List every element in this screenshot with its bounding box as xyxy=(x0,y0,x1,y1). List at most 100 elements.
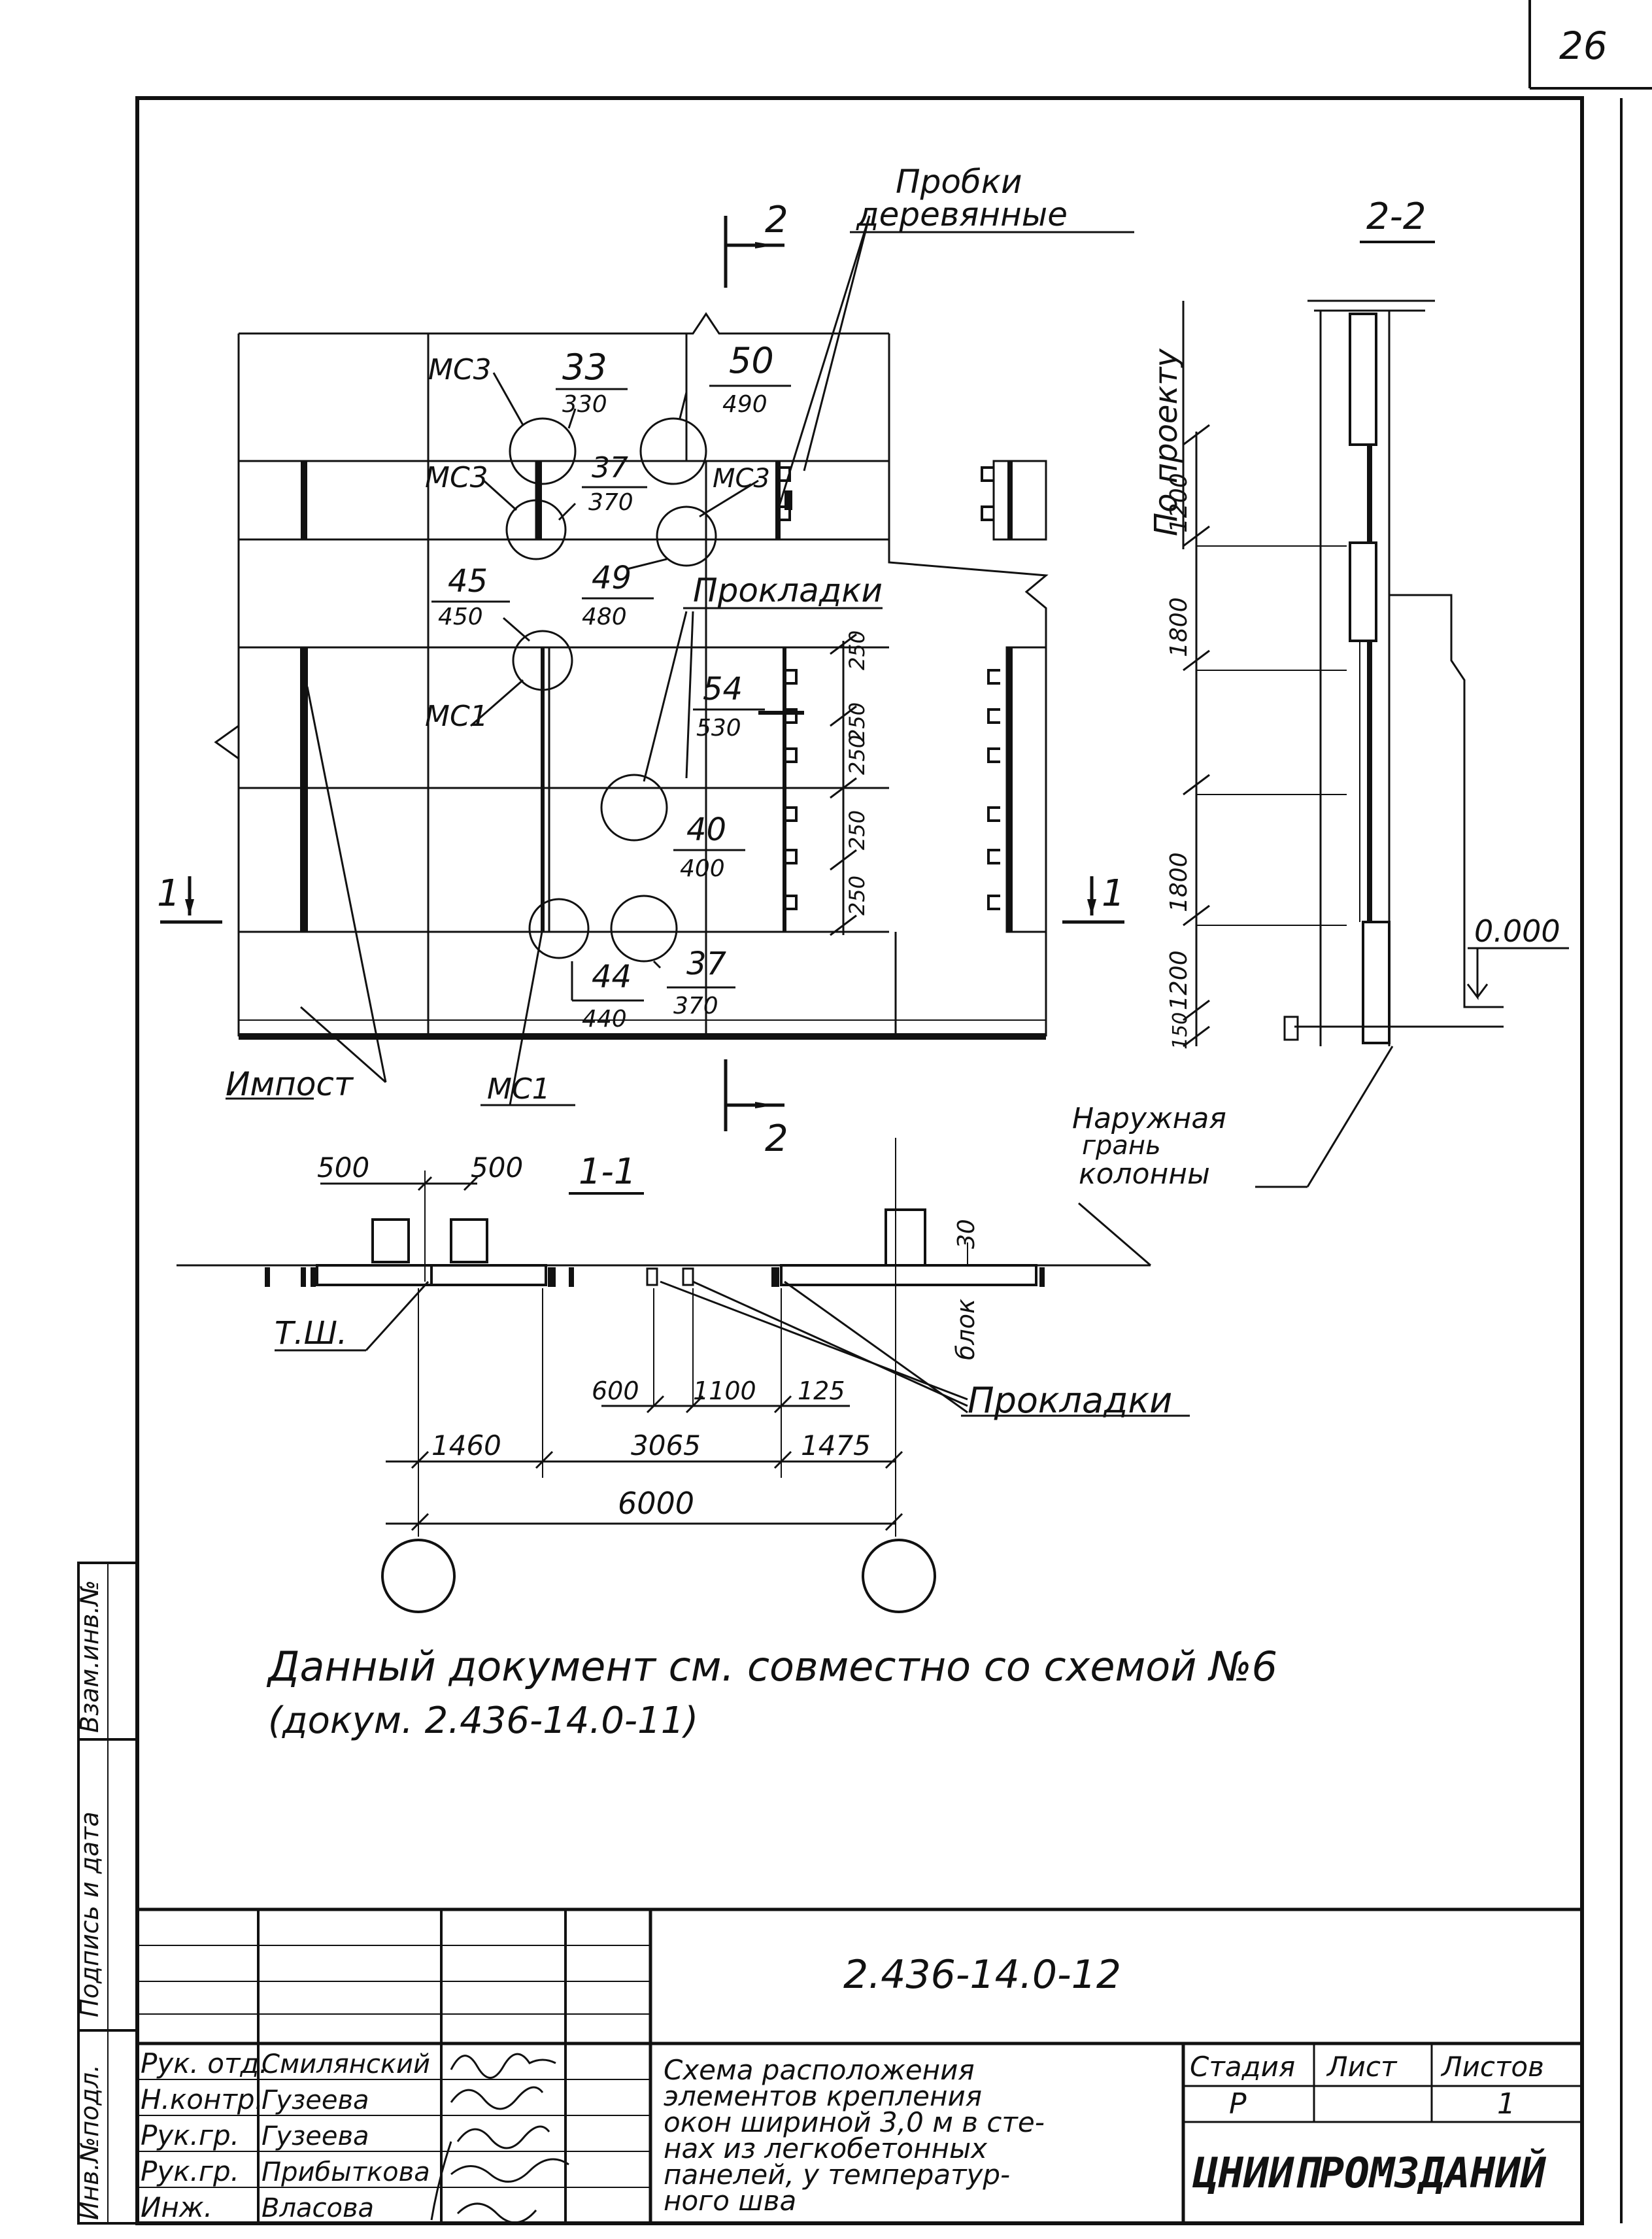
cut-1-left-label: 1 xyxy=(157,872,180,915)
wood-plugs-label-1: Пробки xyxy=(896,163,1022,201)
mark-mc3-a: МС3 xyxy=(428,353,492,386)
title-line-4: нах из легкобетонных xyxy=(664,2132,988,2164)
title-line-3: окон шириной 3,0 м в сте- xyxy=(664,2106,1045,2138)
role-3: Рук.гр. xyxy=(141,2119,239,2151)
mark-490: 490 xyxy=(722,391,767,418)
dim-600: 600 xyxy=(592,1376,639,1405)
mark-530: 530 xyxy=(696,715,741,742)
cut-1-right-label: 1 xyxy=(1102,872,1125,915)
title-block xyxy=(137,1907,1582,2224)
role-4: Рук.гр. xyxy=(141,2155,239,2187)
drawing-frame xyxy=(135,96,1584,2225)
section-1-1-label: 1-1 xyxy=(579,1151,636,1192)
mark-370-top: 370 xyxy=(588,489,633,516)
dim-1800-b: 1800 xyxy=(1166,852,1192,912)
stage-value: Р xyxy=(1229,2087,1247,2121)
dim-1800-a: 1800 xyxy=(1166,597,1192,657)
fastener-circle-37-bottom xyxy=(610,895,678,963)
mark-44: 44 xyxy=(592,959,632,995)
sheets-value: 1 xyxy=(1497,2087,1515,2121)
dim-30: 30 xyxy=(953,1219,980,1249)
dim-150: 150 xyxy=(1169,1012,1192,1050)
dim-250-1: 250 xyxy=(845,630,869,670)
name-2: Гузеева xyxy=(261,2085,369,2115)
title-line-6: ного шва xyxy=(664,2185,796,2217)
dim-250-5: 250 xyxy=(845,876,869,915)
stage-label: Стадия xyxy=(1190,2051,1295,2083)
mark-37-bottom: 37 xyxy=(686,946,727,982)
cut-2-top-label: 2 xyxy=(765,199,788,241)
mark-45: 45 xyxy=(448,563,488,600)
dim-6000: 6000 xyxy=(618,1486,694,1521)
dim-250-4: 250 xyxy=(845,810,869,850)
mark-480: 480 xyxy=(582,604,627,630)
facade-view xyxy=(160,215,1124,1131)
signatures xyxy=(430,2053,569,2224)
organization: ЦНИИПРОМЗДАНИЙ xyxy=(1192,2148,1547,2198)
dim-250-2: 250 xyxy=(845,702,869,742)
dim-1100: 1100 xyxy=(693,1376,756,1405)
cut-2-bottom-label: 2 xyxy=(765,1118,788,1160)
mark-49: 49 xyxy=(592,560,632,596)
fastener-circle-33 xyxy=(509,417,577,485)
fastener-circle-40 xyxy=(600,774,668,842)
mark-mc1-a: МС1 xyxy=(425,700,488,733)
fastener-circle-37-top xyxy=(505,499,567,560)
title-line-5: панелей, у температур- xyxy=(664,2159,1010,2191)
mark-mc3-c: МС3 xyxy=(713,464,770,494)
role-5: Инж. xyxy=(141,2191,212,2223)
doc-code: 2.436-14.0-12 xyxy=(843,1952,1121,1998)
name-5: Власова xyxy=(261,2193,374,2223)
dim-1200-bot: 1200 xyxy=(1166,950,1192,1010)
side-stamp-podpis: Подпись и дата xyxy=(75,1811,104,2017)
column-face-label-3: колонны xyxy=(1079,1157,1210,1191)
section-2-2-label: 2-2 xyxy=(1366,196,1426,238)
liners-bottom-label: Прокладки xyxy=(968,1380,1172,1421)
mark-mc1-b: МС1 xyxy=(487,1072,550,1106)
section-1-1 xyxy=(177,1138,1190,1613)
fastener-circle-45 xyxy=(512,630,573,691)
sheets-label: Листов xyxy=(1440,2051,1544,2083)
name-4: Прибыткова xyxy=(261,2157,430,2187)
dim-125: 125 xyxy=(798,1376,845,1405)
mark-400: 400 xyxy=(680,855,725,882)
mark-330: 330 xyxy=(562,391,607,418)
fastener-circle-44 xyxy=(528,898,590,959)
wood-plugs-label-2: деревянные xyxy=(856,196,1068,233)
dim-3065: 3065 xyxy=(631,1429,701,1461)
side-stamp-vzam: Взам.инв.№ xyxy=(75,1580,104,1733)
per-project-label: По проекту xyxy=(1148,349,1185,536)
ts-label: Т.Ш. xyxy=(275,1315,347,1352)
sheet-label: Лист xyxy=(1326,2051,1398,2083)
side-stamp-inv-podl: Инв.№подл. xyxy=(75,2064,104,2220)
role-1: Рук. отд. xyxy=(141,2047,268,2079)
name-1: Смилянский xyxy=(261,2049,430,2079)
mark-370-bottom: 370 xyxy=(673,993,718,1019)
page-number: 26 xyxy=(1559,24,1608,68)
mark-50: 50 xyxy=(729,340,774,381)
fastener-circle-50 xyxy=(639,417,707,485)
note-line-2: (докум. 2.436-14.0-11) xyxy=(268,1700,698,1742)
mark-37-top: 37 xyxy=(592,451,628,485)
mark-440: 440 xyxy=(582,1006,627,1033)
mark-33: 33 xyxy=(562,347,607,388)
level-label: 0.000 xyxy=(1474,914,1560,949)
mark-450: 450 xyxy=(438,604,483,630)
role-2: Н.контр. xyxy=(141,2083,263,2115)
title-line-1: Схема расположения xyxy=(664,2054,975,2086)
mullion-label: Импост xyxy=(226,1065,354,1103)
liners-top-label: Прокладки xyxy=(693,572,883,609)
note-line-1: Данный документ см. совместно со схемой … xyxy=(266,1643,1277,1690)
column-face-label-2: грань xyxy=(1082,1131,1161,1161)
title-line-2: элементов крепления xyxy=(664,2080,982,2112)
mark-54: 54 xyxy=(703,671,743,708)
dim-1460: 1460 xyxy=(431,1429,501,1461)
dim-1475: 1475 xyxy=(801,1429,871,1461)
mark-mc3-b: МС3 xyxy=(425,461,488,494)
column-face-label-1: Наружная xyxy=(1072,1102,1226,1135)
mark-40: 40 xyxy=(686,812,726,848)
dim-500-right: 500 xyxy=(471,1152,523,1184)
dim-250-3: 250 xyxy=(845,735,869,775)
name-3: Гузеева xyxy=(261,2121,369,2151)
